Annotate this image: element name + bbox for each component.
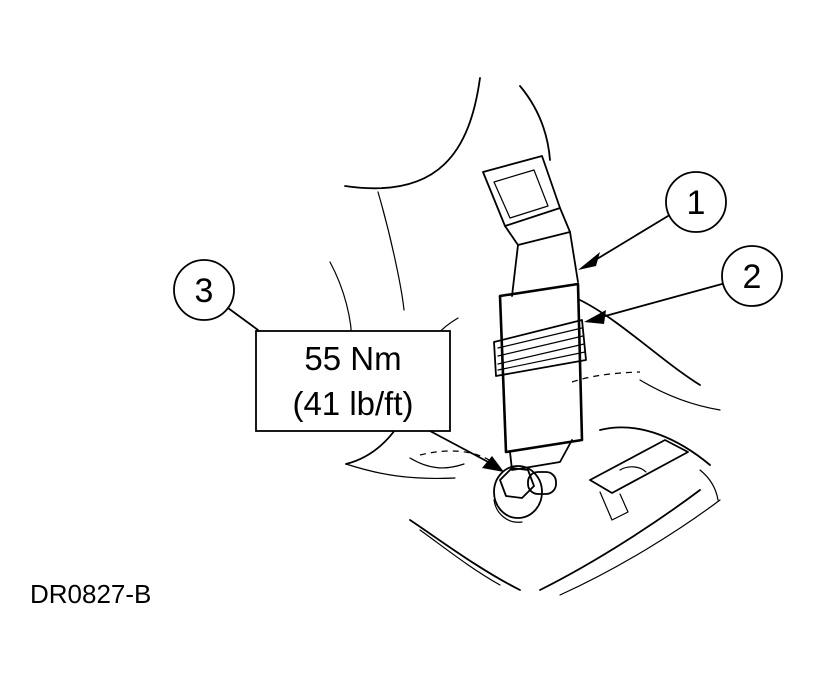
callout-3-circle: [173, 259, 235, 321]
callout-1-circle: [665, 171, 727, 233]
figure-id: DR0827-B: [30, 579, 151, 609]
callout-2-arrowhead: [584, 310, 606, 324]
torque-imperial: (41 lb/ft): [292, 385, 413, 422]
torque-metric: 55 Nm: [304, 340, 401, 377]
torque-spec-frame: [255, 330, 451, 432]
seat-track: [409, 426, 721, 596]
callout-2: 2: [584, 245, 783, 324]
anchor-bolt: [493, 465, 557, 523]
belt-webbing: [482, 155, 579, 297]
callout-3-label: 3: [195, 272, 214, 310]
torque-arrowhead: [482, 456, 504, 472]
callout-1-label: 1: [687, 184, 706, 222]
callout-3: 3: [173, 259, 259, 331]
callout-1-arrowhead: [578, 252, 600, 270]
callout-2-circle: [721, 245, 783, 307]
seat-outline: [329, 77, 721, 480]
callout-2-label: 2: [743, 258, 762, 296]
torque-spec-box: 55 Nm (41 lb/ft): [255, 330, 504, 472]
buckle-assembly: [493, 282, 587, 471]
callout-1: 1: [578, 171, 727, 270]
